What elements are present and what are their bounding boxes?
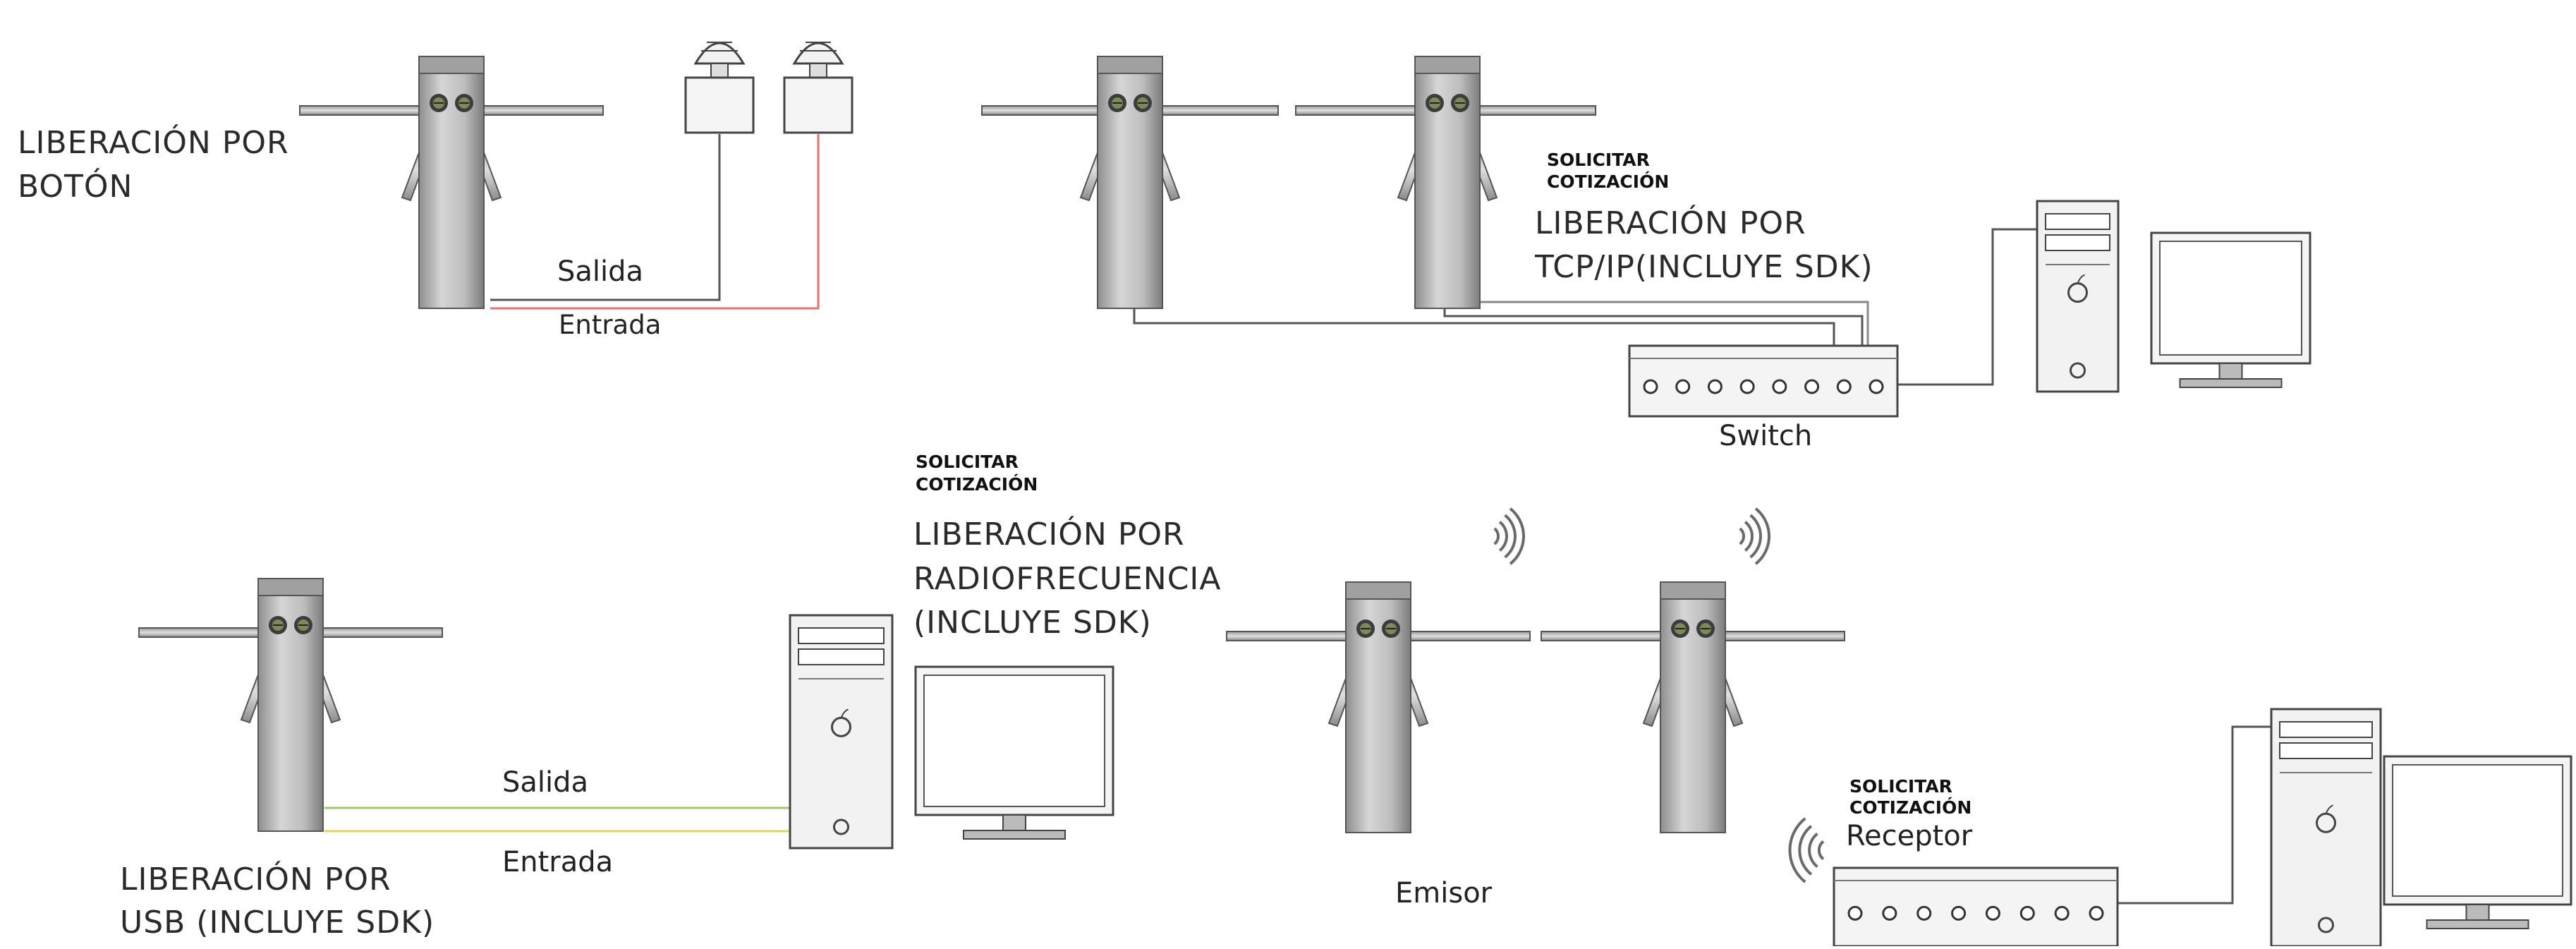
monitor-receiver: [2383, 755, 2572, 929]
emitter-label: Emisor: [1395, 877, 1493, 909]
exit-wire: [490, 134, 721, 301]
tcpip-wire-3: [1445, 301, 1869, 346]
button-title-line1: LIBERACIÓN POR: [18, 125, 289, 161]
tcpip-wire-1: [1133, 308, 1835, 346]
button-title-line2: BOTÓN: [18, 169, 133, 205]
turnstile-tcpip-1: [981, 56, 1279, 309]
receiver-request-line1: SOLICITAR: [1849, 776, 1952, 797]
monitor-usb: [914, 665, 1114, 840]
radio-title-line3: (INCLUYE SDK): [913, 605, 1152, 641]
turnstile-usb: [138, 578, 443, 832]
monitor-tcpip: [2150, 231, 2311, 388]
radio-title-line1: LIBERACIÓN POR: [913, 516, 1185, 552]
turnstile-radio-2: [1541, 581, 1845, 833]
button-entry-label: Entrada: [559, 310, 662, 340]
receiver-pc-wire: [2118, 725, 2275, 905]
pc-tower-tcpip: [2036, 200, 2120, 393]
button-exit-label: Salida: [557, 255, 644, 288]
entry-push-button: [783, 42, 853, 134]
receiver-label: Receptor: [1846, 820, 1973, 852]
radio-request-line1: SOLICITAR: [916, 452, 1019, 472]
usb-title-line1: LIBERACIÓN POR: [120, 862, 391, 897]
tcpip-request-line2: COTIZACIÓN: [1547, 171, 1670, 192]
network-switch: [1628, 344, 1899, 418]
usb-title-line2: USB (INCLUYE SDK): [120, 905, 435, 941]
pc-tower-receiver: [2270, 708, 2382, 948]
receiver-box: [1833, 866, 2119, 948]
tcpip-request-line1: SOLICITAR: [1547, 150, 1650, 170]
devices: [138, 42, 2572, 948]
radio-waves-receiver: [1788, 817, 1825, 883]
exit-push-button: [684, 42, 755, 134]
switch-pc-wire: [1897, 228, 2042, 386]
usb-exit-label: Salida: [502, 766, 589, 799]
turnstile-tcpip-2: [1295, 56, 1596, 309]
usb-entry-label: Entrada: [502, 846, 614, 878]
turnstile-button: [299, 56, 604, 309]
switch-label: Switch: [1719, 420, 1813, 452]
radio-waves-emitter-1: [1493, 507, 1525, 565]
tcpip-title-line1: LIBERACIÓN POR: [1535, 205, 1806, 241]
tcpip-title-line2: TCP/IP(INCLUYE SDK): [1535, 249, 1873, 285]
tcpip-wire-2: [1443, 308, 1864, 346]
entry-wire: [490, 134, 820, 310]
turnstile-radio-1: [1226, 581, 1531, 833]
receiver-request-line2: COTIZACIÓN: [1849, 797, 1972, 818]
wires: [324, 134, 2275, 905]
radio-title-line2: RADIOFRECUENCIA: [913, 561, 1222, 597]
pc-tower-usb: [789, 614, 894, 850]
radio-waves-emitter-2: [1739, 507, 1770, 565]
radio-request-line2: COTIZACIÓN: [916, 474, 1038, 495]
